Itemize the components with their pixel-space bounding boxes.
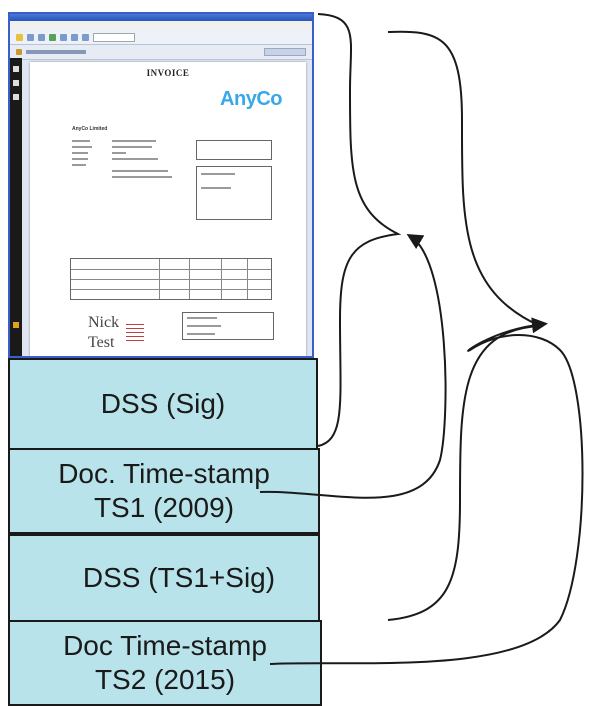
signature-last-name: Test: [88, 334, 115, 351]
signature-panel-button: [264, 48, 306, 56]
layer-label: Doc Time-stamp: [63, 630, 267, 661]
company-name: AnyCo Limited: [72, 126, 108, 132]
contact-line: [112, 140, 156, 142]
prev-page-icon: [60, 33, 67, 41]
customer-address-label: [201, 173, 235, 175]
print-icon: [27, 33, 34, 41]
table-col: [221, 259, 222, 299]
zoom-icon: [82, 33, 89, 41]
table-col: [189, 259, 190, 299]
layer-doc-timestamp-ts2: Doc Time-stamp TS2 (2015): [8, 620, 322, 706]
customer-name-line: [201, 187, 231, 189]
customer-address-box: [196, 166, 272, 220]
sign-icon: [49, 33, 56, 41]
signature-first-name: Nick: [88, 314, 120, 331]
arrow-ts2: [269, 317, 584, 665]
folder-icon: [16, 33, 23, 41]
line-items-table: [70, 258, 272, 300]
address-line: [72, 164, 86, 166]
layer-label: DSS (Sig): [100, 388, 226, 419]
address-line: [72, 146, 92, 148]
viewer-titlebar: [10, 14, 312, 21]
invoice-number-box: [196, 140, 272, 160]
pages-icon: [13, 66, 19, 72]
table-col: [247, 259, 248, 299]
pen-icon: [13, 322, 19, 328]
viewer-toolbar: [10, 30, 312, 45]
signature-stamp: [126, 324, 144, 344]
layer-label: DSS (TS1+Sig): [82, 562, 276, 593]
table-row: [71, 289, 271, 290]
table-col: [159, 259, 160, 299]
address-line: [72, 140, 90, 142]
bookmark-icon: [13, 80, 19, 86]
mail-icon: [38, 33, 45, 41]
attachment-icon: [13, 94, 19, 100]
contact-line: [112, 146, 152, 148]
viewer-sidebar: [10, 58, 22, 356]
brace-inner: [317, 13, 402, 447]
contact-line: [112, 152, 126, 154]
address-line: [72, 152, 88, 154]
totals-box: [182, 312, 274, 340]
viewer-menubar: [10, 21, 312, 30]
totals-line: [187, 325, 221, 327]
layer-label: Doc. Time-stamp: [58, 458, 270, 489]
table-row: [71, 279, 271, 280]
brace-outer: [387, 30, 541, 621]
arrow-ts1: [259, 233, 447, 499]
layer-label: TS2 (2015): [94, 664, 236, 695]
zoom-field: [93, 32, 135, 42]
layer-label: TS1 (2009): [93, 492, 235, 523]
company-logo: AnyCo: [220, 88, 282, 110]
invoice-title: INVOICE: [146, 68, 190, 78]
next-page-icon: [71, 33, 78, 41]
signature-status-text: [26, 50, 86, 54]
registration-line: [112, 176, 172, 178]
layer-dss-sig: DSS (Sig): [8, 358, 318, 450]
pdf-viewer-screenshot: INVOICE AnyCo AnyCo Limited Nick: [8, 12, 314, 358]
layer-dss-ts1-sig: DSS (TS1+Sig): [8, 534, 320, 622]
totals-line: [187, 317, 217, 319]
table-row: [71, 269, 271, 270]
invoice-page: INVOICE AnyCo AnyCo Limited Nick: [30, 62, 306, 356]
contact-line: [112, 158, 158, 160]
address-line: [72, 158, 88, 160]
registration-line: [112, 170, 168, 172]
totals-line: [187, 333, 215, 335]
signature-panel-icon: [16, 49, 22, 55]
signature-bar: [10, 45, 312, 60]
